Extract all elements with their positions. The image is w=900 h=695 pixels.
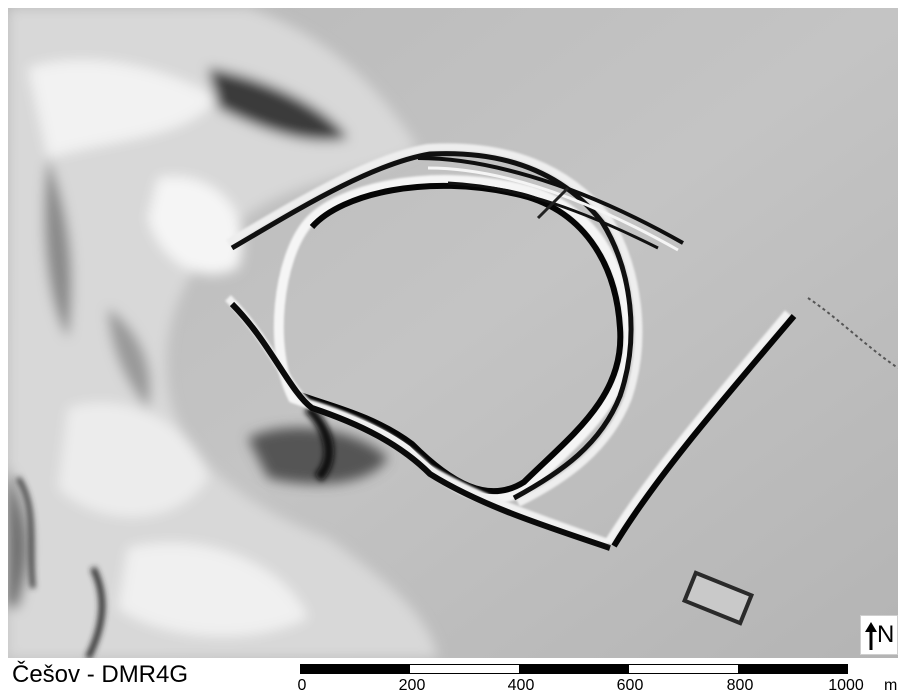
hillfort-ramparts xyxy=(225,143,898,626)
scale-segment xyxy=(628,665,738,673)
scale-tick-label: 200 xyxy=(398,677,426,694)
north-indicator: N xyxy=(860,615,898,655)
map-title: Češov - DMR4G xyxy=(12,661,189,688)
scale-tick-label: 800 xyxy=(726,677,754,694)
stream-valleys xyxy=(15,404,334,658)
scale-segment xyxy=(410,665,520,673)
north-label: N xyxy=(877,621,895,648)
scale-tick-label: 400 xyxy=(507,677,535,694)
scale-segment xyxy=(737,665,848,673)
scale-bar xyxy=(300,664,848,674)
hillshade-map xyxy=(8,8,898,658)
scale-unit: m xyxy=(884,677,898,694)
north-arrow-icon xyxy=(865,622,877,650)
terrain-relief xyxy=(8,8,898,658)
scale-tick-label: 0 xyxy=(297,677,307,694)
scale-tick-label: 600 xyxy=(616,677,644,694)
scale-segment xyxy=(301,665,411,673)
hill-relief xyxy=(8,8,438,658)
scale-tick-label: 1000 xyxy=(828,677,864,694)
scale-segment xyxy=(519,665,629,673)
